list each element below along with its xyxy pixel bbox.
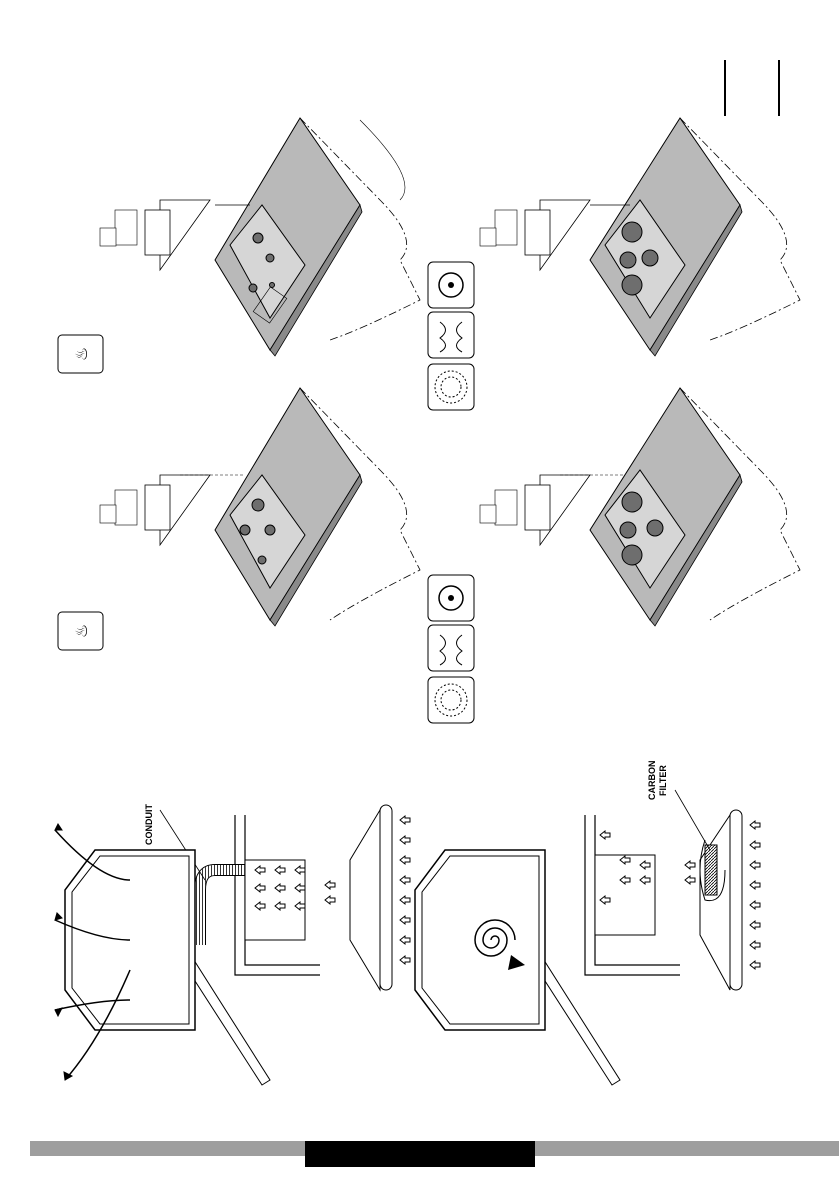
hob-diagram-electric-left bbox=[480, 388, 800, 626]
svg-text:♨: ♨ bbox=[72, 347, 91, 361]
column-marker bbox=[724, 60, 726, 116]
gas-flame-icon: ♨ bbox=[58, 335, 103, 373]
solid-plate-icon bbox=[428, 262, 474, 308]
hob-diagram-gas-right bbox=[100, 118, 420, 356]
hob-diagram-electric-right bbox=[480, 118, 800, 356]
filter-label: FILTER bbox=[658, 765, 668, 796]
column-marker bbox=[778, 60, 780, 116]
halogen-zone-icon bbox=[428, 364, 474, 410]
carbon-label: CARBON bbox=[647, 761, 657, 801]
svg-text:♨: ♨ bbox=[72, 624, 91, 638]
hob-type-icons-right bbox=[428, 262, 474, 410]
solid-plate-icon bbox=[428, 575, 474, 621]
hob-diagram-gas-left bbox=[100, 388, 420, 626]
conduit-label: CONDUIT bbox=[144, 804, 154, 845]
radiant-coil-icon bbox=[428, 625, 474, 671]
footer-block bbox=[305, 1141, 535, 1167]
hob-type-icons-left bbox=[428, 575, 474, 723]
extraction-house-icon bbox=[55, 824, 195, 1080]
recirculation-house-icon bbox=[415, 850, 545, 1030]
gas-flame-icon: ♨ bbox=[58, 612, 103, 650]
radiant-coil-icon bbox=[428, 312, 474, 358]
halogen-zone-icon bbox=[428, 677, 474, 723]
